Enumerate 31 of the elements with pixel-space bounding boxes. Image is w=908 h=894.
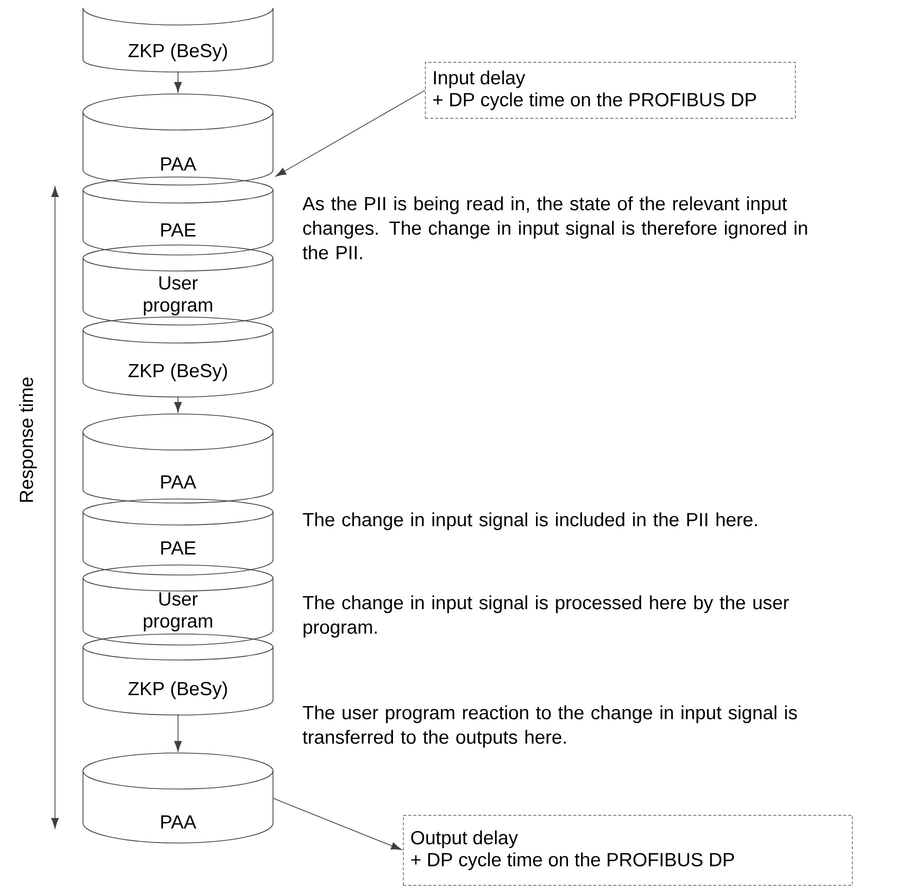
node-label: PAE	[161, 223, 196, 236]
arrow	[174, 70, 182, 93]
description-text: The change in input signal is included in the PII here.	[302, 512, 757, 530]
axis-label: Response time	[19, 378, 37, 502]
node-label: PAE	[161, 541, 196, 554]
node-label: PAA	[161, 475, 196, 488]
node-label: ZKP (BeSy)	[128, 681, 227, 700]
node-label: User program	[144, 592, 212, 632]
cylinder-segment: User program	[82, 244, 274, 326]
arrow	[276, 90, 426, 176]
note-box: Output delay + DP cycle time on the PROFIBUS DP	[403, 815, 853, 886]
arrow	[174, 396, 182, 413]
cylinder-segment: PAA	[82, 752, 274, 844]
cylinder-segment: ZKP (BeSy)	[82, 316, 274, 398]
node-label: PAA	[161, 815, 196, 828]
description-text: As the PII is being read in, the state of the relevant input changes. The change in input signal is therefore ignored in the PII.	[302, 196, 807, 260]
cylinder-segment: PAA	[82, 414, 274, 504]
description-text: The user program reaction to the change in input signal is transferred to the outputs here.	[302, 705, 797, 748]
cylinder-segment: ZKP (BeSy)	[82, 634, 274, 716]
cylinder-segment: User program	[82, 564, 274, 646]
arrow	[273, 798, 402, 850]
cylinder-segment: PAA	[82, 94, 274, 186]
node-label: User program	[144, 276, 212, 316]
cylinder-segment: PAE	[82, 176, 274, 256]
node-label: ZKP (BeSy)	[128, 363, 227, 382]
node-label: PAA	[161, 157, 196, 170]
note-box: Input delay + DP cycle time on the PROFIBUS DP	[425, 62, 796, 119]
arrow	[174, 714, 182, 752]
cylinder-segment: ZKP (BeSy)	[82, 8, 274, 72]
cylinder-segment: PAE	[82, 498, 274, 576]
description-text: The change in input signal is processed here by the user program.	[302, 595, 789, 638]
